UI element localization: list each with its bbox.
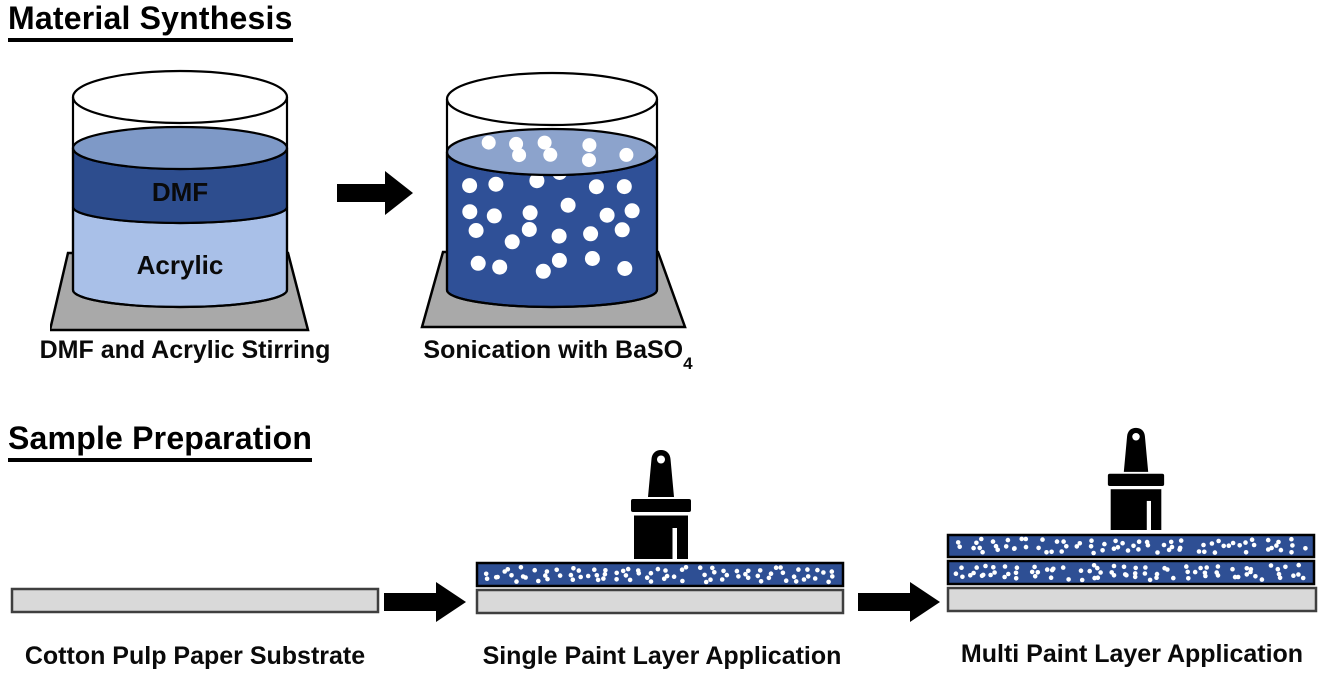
sonication-beaker-diagram <box>420 71 687 329</box>
paint-brush-icon <box>1107 427 1165 530</box>
caption-single-layer: Single Paint Layer Application <box>482 642 842 670</box>
beaker-outline <box>445 99 659 309</box>
baso4-particles-surface <box>481 135 634 168</box>
substrate-diagram <box>10 587 380 614</box>
paper-substrate-bar <box>475 588 845 615</box>
beaker-rim <box>445 71 659 127</box>
multi-layer-diagram <box>946 533 1318 613</box>
beaker-outline <box>71 97 289 309</box>
caption-substrate: Cotton Pulp Paper Substrate <box>24 642 366 670</box>
dmf-label: DMF <box>152 177 208 207</box>
paint-layer-bar <box>475 561 845 588</box>
caption-multi-layer: Multi Paint Layer Application <box>960 640 1304 668</box>
paper-substrate-bar <box>10 587 380 614</box>
paint-layer-bar-top <box>946 533 1316 559</box>
caption-stirring: DMF and Acrylic Stirring <box>39 336 331 364</box>
liquid-surface <box>71 125 289 171</box>
right-arrow-icon <box>384 582 466 622</box>
paint-particles <box>483 565 835 585</box>
right-arrow-icon <box>337 171 413 215</box>
paint-brush-icon <box>631 450 691 559</box>
acrylic-label: Acrylic <box>137 250 224 280</box>
heading-sample-preparation: Sample Preparation <box>8 421 313 462</box>
single-layer-diagram <box>475 561 845 615</box>
paint-particles <box>955 536 1308 556</box>
heading-material-synthesis: Material Synthesis <box>8 1 293 42</box>
caption-sonication: Sonication with BaSO4 <box>423 336 693 373</box>
stirring-beaker-diagram: DMF Acrylic <box>50 69 310 332</box>
paper-substrate-bar <box>946 586 1318 613</box>
paint-particles <box>953 562 1306 583</box>
right-arrow-icon <box>858 582 940 622</box>
beaker-rim <box>71 69 289 125</box>
paint-layer-bar-bottom <box>946 559 1316 586</box>
baso4-subscript: 4 <box>683 353 693 373</box>
